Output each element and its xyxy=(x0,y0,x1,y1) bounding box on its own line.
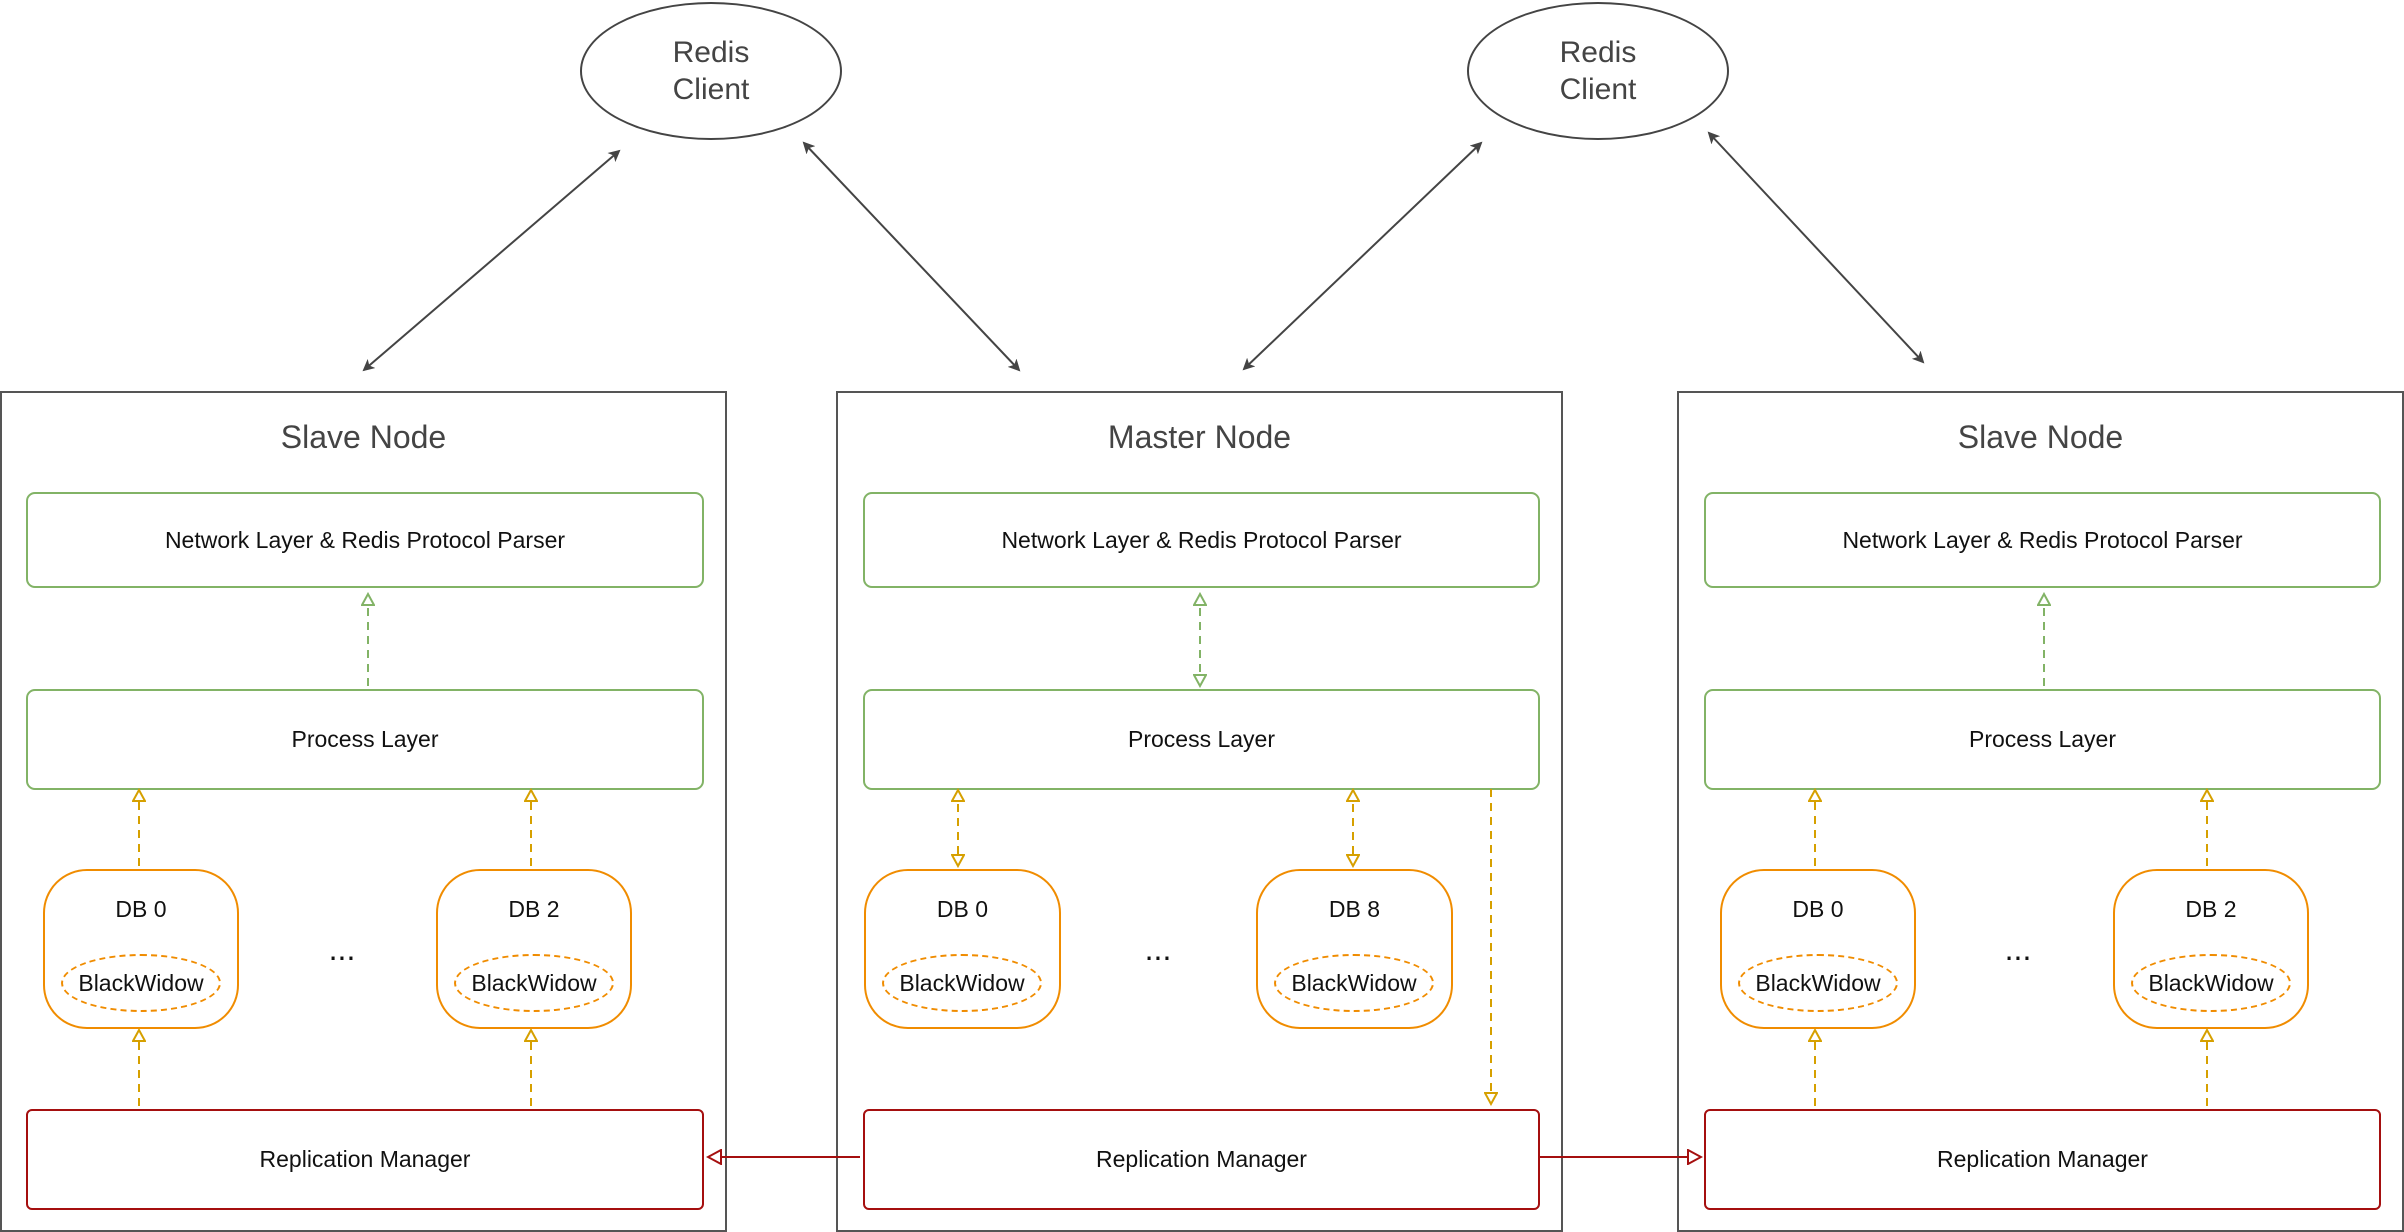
network-layer: Network Layer & Redis Protocol Parser xyxy=(1704,492,2381,588)
process-layer: Process Layer xyxy=(1704,689,2381,790)
blackwidow-engine: BlackWidow xyxy=(1738,954,1898,1012)
db-label: DB 2 xyxy=(2185,896,2237,922)
blackwidow-engine: BlackWidow xyxy=(454,954,614,1012)
db-label: DB 0 xyxy=(115,896,167,922)
client-link-arrow xyxy=(802,141,1021,372)
db-box: DB 2 BlackWidow xyxy=(436,869,632,1029)
db-box: DB 0 BlackWidow xyxy=(864,869,1061,1029)
db-box: DB 0 BlackWidow xyxy=(1720,869,1916,1029)
replication-manager: Replication Manager xyxy=(26,1109,704,1210)
node-title: Slave Node xyxy=(1957,419,2124,455)
blackwidow-engine: BlackWidow xyxy=(1274,954,1434,1012)
slave-node-right: Slave Node Network Layer & Redis Protoco… xyxy=(1677,391,2404,1232)
blackwidow-engine: BlackWidow xyxy=(882,954,1042,1012)
client-link-arrow xyxy=(1242,141,1483,371)
db-label: DB 0 xyxy=(936,896,989,922)
replication-manager: Replication Manager xyxy=(863,1109,1540,1210)
db-ellipsis: ... xyxy=(2004,931,2032,967)
client-link-arrow xyxy=(362,149,621,372)
db-label: DB 0 xyxy=(1792,896,1844,922)
slave-node-left: Slave Node Network Layer & Redis Protoco… xyxy=(0,391,727,1232)
db-ellipsis: ... xyxy=(1144,931,1172,967)
process-layer: Process Layer xyxy=(26,689,704,790)
db-box: DB 2 BlackWidow xyxy=(2113,869,2309,1029)
client-link-arrow xyxy=(1707,131,1925,364)
db-box: DB 8 BlackWidow xyxy=(1256,869,1453,1029)
db-label: DB 8 xyxy=(1328,896,1381,922)
node-title: Master Node xyxy=(1107,419,1292,455)
db-label: DB 2 xyxy=(508,896,560,922)
db-box: DB 0 BlackWidow xyxy=(43,869,239,1029)
process-layer: Process Layer xyxy=(863,689,1540,790)
replication-manager: Replication Manager xyxy=(1704,1109,2381,1210)
network-layer: Network Layer & Redis Protocol Parser xyxy=(863,492,1540,588)
redis-client-2: Redis Client xyxy=(1467,2,1729,140)
db-ellipsis: ... xyxy=(328,931,356,967)
network-layer: Network Layer & Redis Protocol Parser xyxy=(26,492,704,588)
blackwidow-engine: BlackWidow xyxy=(2131,954,2291,1012)
redis-client-1: Redis Client xyxy=(580,2,842,140)
node-title: Slave Node xyxy=(280,419,447,455)
blackwidow-engine: BlackWidow xyxy=(61,954,221,1012)
